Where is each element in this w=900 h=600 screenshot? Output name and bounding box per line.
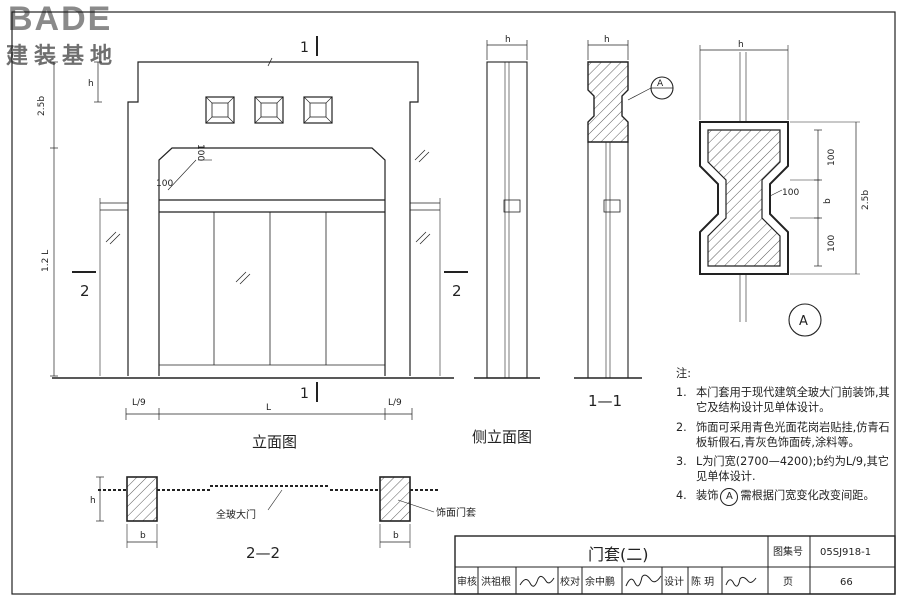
- frame-opening: [158, 147, 386, 376]
- elev-dim-12L: 1.2 L: [41, 250, 51, 272]
- s11-dim-h: h: [604, 35, 610, 45]
- detail-dim-100-bot: 100: [827, 235, 837, 252]
- elev-dim-100-b: 100: [156, 179, 173, 189]
- section-1-bottom: 1: [300, 386, 309, 402]
- s22-dim-h: h: [90, 496, 96, 506]
- note-item: 3. L为门宽(2700—4200);b约为L/9,其它见单体设计.: [676, 454, 896, 484]
- decor-square-3: [303, 96, 333, 124]
- s22-label-frame: 饰面门套: [436, 506, 476, 519]
- watermark-sub: 建装基地: [6, 43, 119, 68]
- s22-dim-b-left: b: [140, 531, 146, 541]
- section-2-2-title: 2—2: [246, 544, 280, 562]
- frame-outline: [127, 61, 419, 376]
- note-post: 需根据门宽变化改变间距。: [740, 489, 875, 503]
- tb-design-name: 陈 玥: [691, 575, 714, 588]
- title-block: [454, 535, 896, 595]
- section-1-top: 1: [300, 40, 309, 56]
- tb-page-no: 66: [840, 577, 853, 588]
- detail-dim-25b: 2.5b: [861, 190, 871, 210]
- section-2-left: 2: [80, 282, 90, 300]
- elev-dim-100-a: 100: [195, 144, 205, 161]
- s22-label-glass-door: 全玻大门: [216, 508, 256, 521]
- section-1-1-view: [574, 40, 674, 379]
- note-item: 2. 饰面可采用青色光面花岗岩贴挂,仿青石板斩假石,青灰色饰面砖,涂料等。: [676, 420, 896, 450]
- elev-dim-L9-left: L/9: [132, 398, 146, 408]
- tb-review-name: 洪祖根: [481, 575, 511, 588]
- section-2-right: 2: [452, 282, 462, 300]
- elev-dim-h: h: [88, 79, 94, 89]
- sheet-border: [11, 11, 896, 595]
- note-text: 饰面可采用青色光面花岗岩贴挂,仿青石板斩假石,青灰色饰面砖,涂料等。: [696, 420, 890, 449]
- note-item: 1. 本门套用于现代建筑全玻大门前装饰,其它及结构设计见单体设计。: [676, 385, 896, 415]
- tb-review-label: 审核: [457, 575, 477, 588]
- note-text: L为门宽(2700—4200);b约为L/9,其它见单体设计.: [696, 455, 889, 484]
- note-num: 4.: [676, 489, 687, 503]
- elevation-dimensions: [50, 61, 413, 420]
- note-text: 本门套用于现代建筑全玻大门前装饰,其它及结构设计见单体设计。: [696, 386, 890, 415]
- tb-design-label: 设计: [664, 575, 684, 588]
- s11-callout-A: A: [657, 79, 664, 89]
- detail-A-view: [699, 45, 860, 337]
- elev-dim-L: L: [266, 403, 271, 413]
- side-dim-h: h: [505, 35, 511, 45]
- side-elevation-title: 侧立面图: [472, 428, 532, 446]
- note-pre: 装饰: [696, 489, 719, 503]
- callout-A-icon: A: [720, 488, 739, 507]
- side-elevation-view: [474, 40, 540, 379]
- detail-dim-b: b: [823, 198, 833, 204]
- tb-atlas-label: 图集号: [773, 545, 803, 558]
- note-num: 1.: [676, 386, 687, 400]
- tb-atlas-no: 05SJ918-1: [820, 547, 871, 558]
- note-num: 2.: [676, 420, 687, 434]
- tb-title: 门套(二): [588, 545, 649, 564]
- watermark-brand: BADE: [8, 0, 113, 38]
- tb-page-label: 页: [783, 576, 793, 588]
- decor-square-2: [254, 96, 284, 124]
- note-num: 3.: [676, 455, 687, 469]
- detail-dim-h: h: [738, 40, 744, 50]
- detail-A-label: A: [799, 314, 808, 329]
- notes: 注: 1. 本门套用于现代建筑全玻大门前装饰,其它及结构设计见单体设计。 2. …: [676, 366, 896, 510]
- elevation-view: [52, 36, 468, 402]
- section-2-2-view: [96, 476, 440, 548]
- s22-dim-b-right: b: [393, 531, 399, 541]
- decor-square-1: [205, 96, 235, 124]
- tb-check-name: 余中鹏: [585, 575, 615, 588]
- elev-dim-L9-right: L/9: [388, 398, 402, 408]
- detail-dim-100-top: 100: [827, 149, 837, 166]
- section-1-1-title: 1—1: [588, 392, 622, 410]
- elevation-title: 立面图: [252, 433, 297, 451]
- notes-heading: 注:: [676, 367, 691, 380]
- detail-dim-100-mid: 100: [782, 188, 799, 198]
- tb-check-label: 校对: [560, 575, 580, 588]
- elev-dim-25b: 2.5b: [37, 96, 47, 116]
